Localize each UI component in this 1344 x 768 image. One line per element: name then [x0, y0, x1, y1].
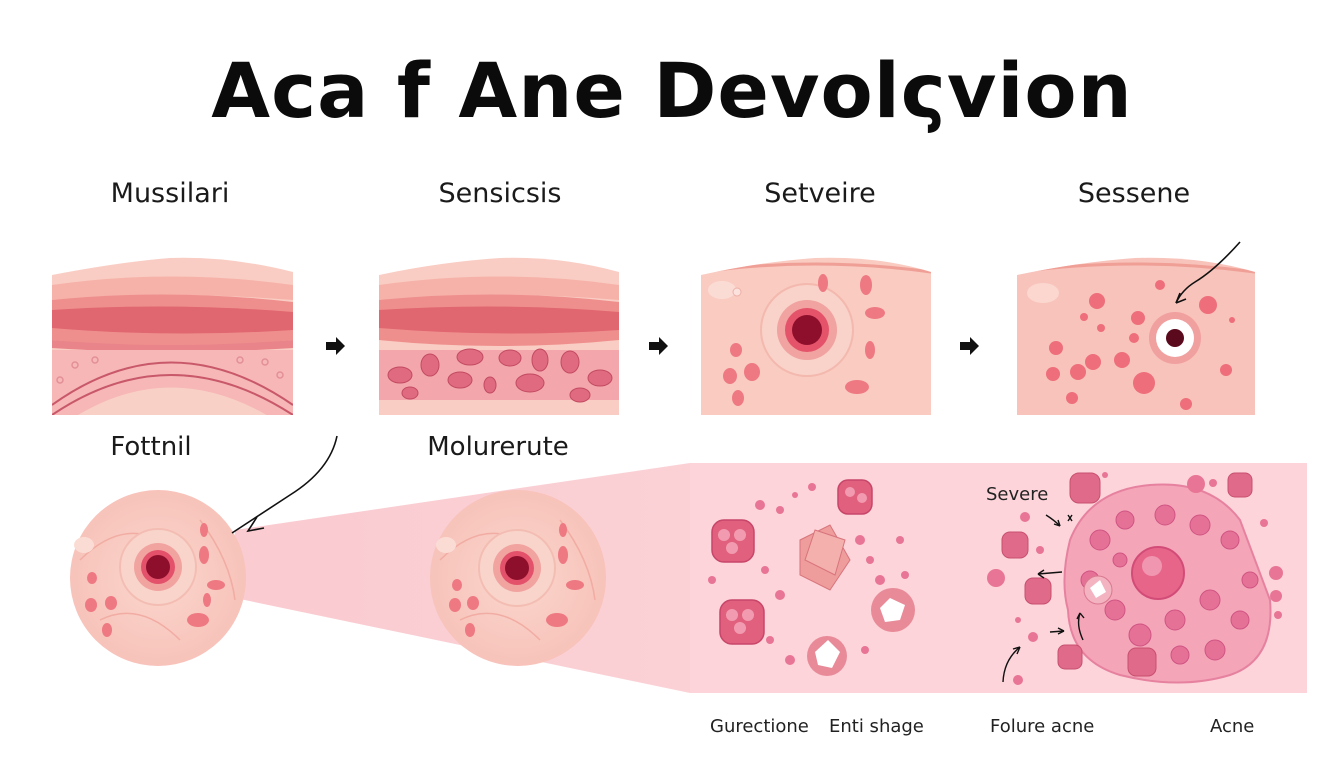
bottom-label-1: Gurectione — [710, 716, 809, 737]
severe-label: Severe — [986, 484, 1049, 505]
skin-circle-closeup-1 — [70, 490, 246, 666]
pointer-arrows — [1002, 514, 1085, 683]
bottom-label-4: Acne — [1210, 716, 1255, 737]
skin-panel-1 — [52, 257, 293, 415]
stage-label-4: Sessene — [1077, 178, 1191, 209]
arrow-right-icon — [649, 337, 668, 355]
stage-label-3: Setveire — [764, 178, 876, 209]
skin-panel-3 — [701, 257, 931, 415]
bottom-label-3: Folure acne — [990, 716, 1095, 737]
pointer-arrow-icon — [231, 435, 338, 534]
cell-cluster-2 — [987, 472, 1283, 685]
sub-label-2: Molurerute — [427, 432, 569, 462]
arrow-right-icon — [326, 337, 345, 355]
cell-cluster-1 — [708, 479, 915, 676]
stage-label-1: Mussilari — [110, 178, 230, 209]
skin-circle-closeup-2 — [430, 490, 606, 666]
stage-label-2: Sensicsis — [438, 178, 562, 209]
skin-panel-4 — [1017, 257, 1255, 415]
sub-label-1: Fottnil — [110, 432, 192, 462]
pointer-arrow-icon — [1175, 241, 1241, 304]
arrow-right-icon — [960, 337, 979, 355]
bottom-label-2: Enti shage — [829, 716, 924, 737]
diagram-title: Aca f Ane Devolςvion — [211, 46, 1133, 135]
skin-panel-2 — [379, 257, 619, 415]
